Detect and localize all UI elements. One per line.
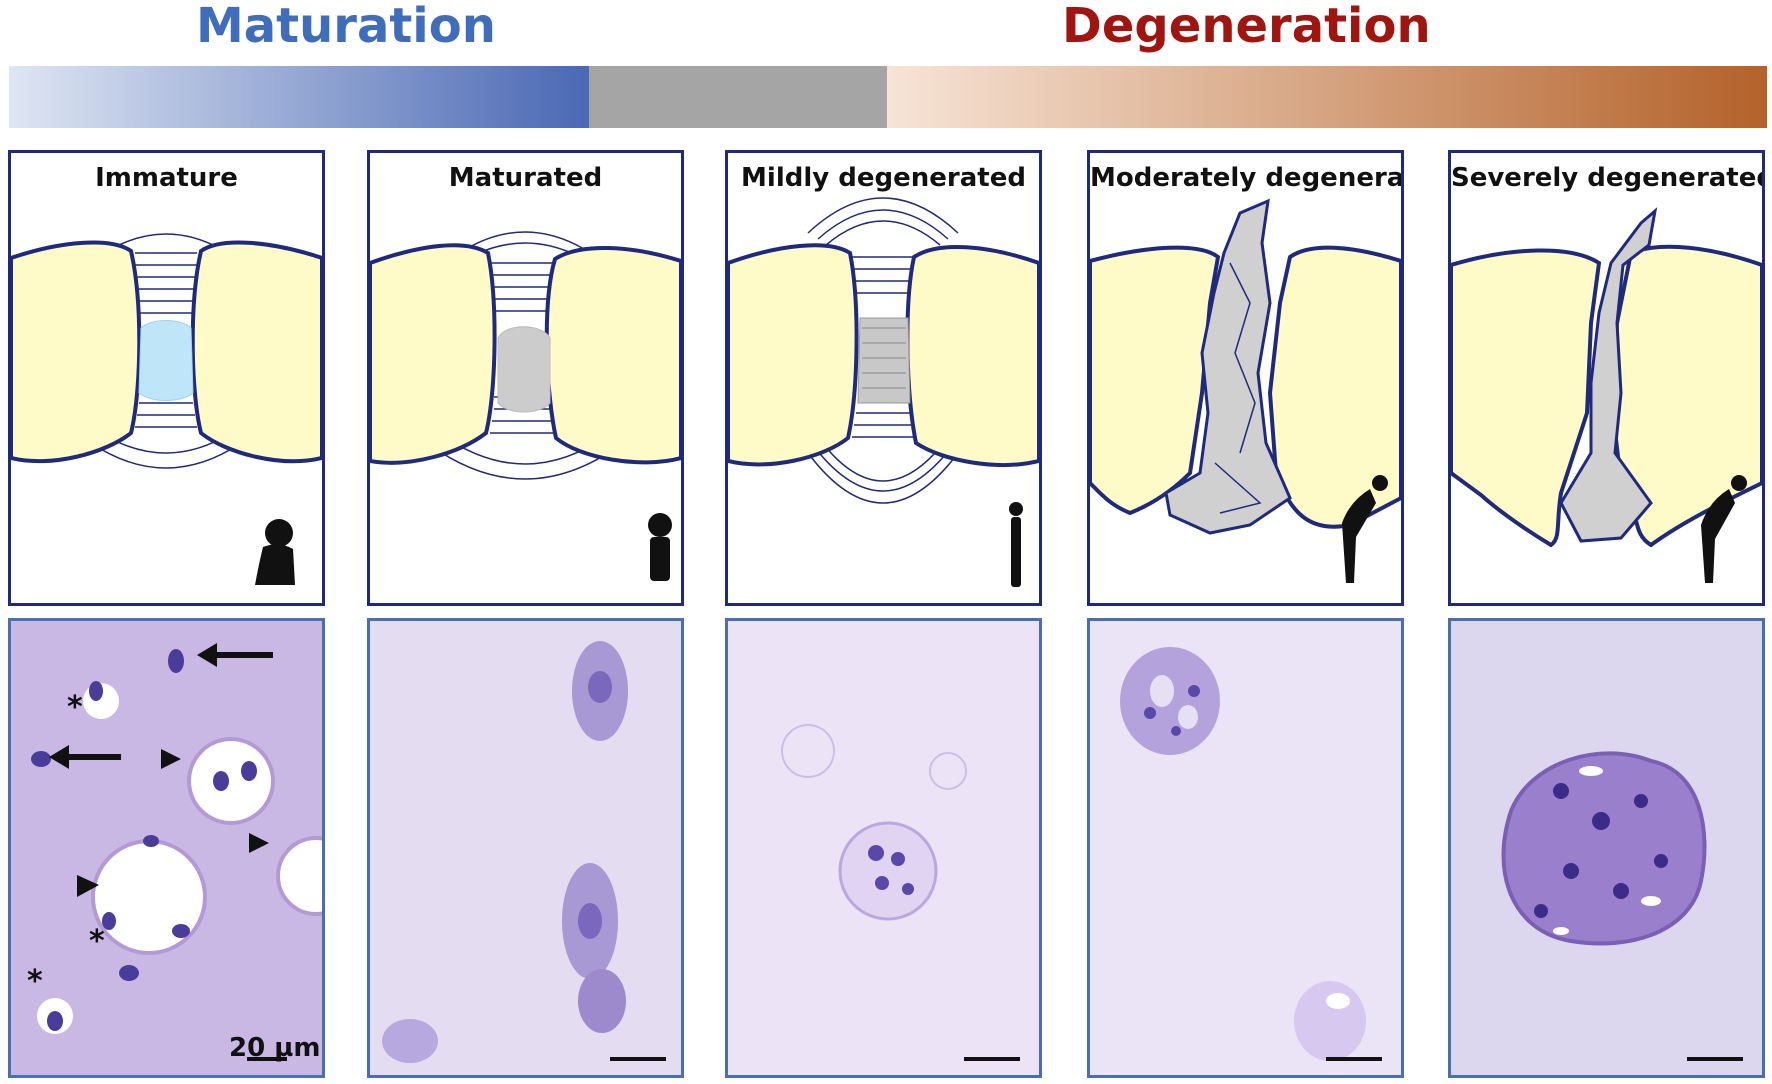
scale-bar-label: 20 µm [229, 1033, 321, 1063]
histology-image [382, 641, 666, 1063]
maturation-gradient-bar [9, 66, 589, 128]
asterisk-marker: * [89, 924, 105, 959]
diagram-panel-maturated: Maturated [367, 150, 684, 606]
disc-diagram [728, 197, 1039, 587]
disc-diagram [1451, 207, 1762, 583]
arrowhead-icon [249, 833, 269, 853]
micrograph-mildly-degenerated [725, 618, 1042, 1078]
histology-image: * * * [27, 643, 322, 1061]
asterisk-marker: * [27, 964, 43, 999]
arrowhead-icon [77, 875, 99, 897]
bent-elderly-silhouette-icon [1701, 475, 1747, 583]
micrograph-maturated [367, 618, 684, 1078]
arrow-icon [197, 643, 273, 667]
stage-label: Moderately degenerated [1090, 163, 1404, 193]
micrograph-immature: * * * 20 µm [8, 618, 325, 1078]
stage-label: Immature [95, 163, 238, 193]
adolescent-silhouette-icon [648, 513, 672, 581]
stage-label: Mildly degenerated [741, 163, 1026, 193]
histology-image [1501, 751, 1743, 1061]
adult-silhouette-icon [1009, 502, 1023, 587]
diagram-panel-moderately-degenerated: Moderately degenerated [1087, 150, 1404, 606]
micrograph-moderately-degenerated [1087, 618, 1404, 1078]
diagram-panel-immature: Immature [8, 150, 325, 606]
stage-label: Maturated [448, 163, 603, 193]
degeneration-title: Degeneration [1062, 0, 1431, 54]
diagram-panel-mildly-degenerated: Mildly degenerated [725, 150, 1042, 606]
disc-diagram [1090, 198, 1401, 583]
histology-image [781, 724, 1020, 1061]
disc-diagram [11, 233, 322, 585]
histology-image [1120, 647, 1382, 1061]
arrow-icon [49, 745, 121, 769]
asterisk-marker: * [67, 690, 83, 725]
disc-diagram [370, 231, 681, 581]
stage-label: Severely degenerated [1451, 163, 1765, 193]
transition-bar [589, 66, 887, 128]
bent-elderly-silhouette-icon [1342, 475, 1388, 583]
arrowhead-icon [161, 749, 181, 769]
diagram-panel-severely-degenerated: Severely degenerated [1448, 150, 1765, 606]
micrograph-severely-degenerated [1448, 618, 1765, 1078]
maturation-title: Maturation [196, 0, 496, 54]
child-silhouette-icon [255, 519, 295, 585]
degeneration-gradient-bar [887, 66, 1767, 128]
